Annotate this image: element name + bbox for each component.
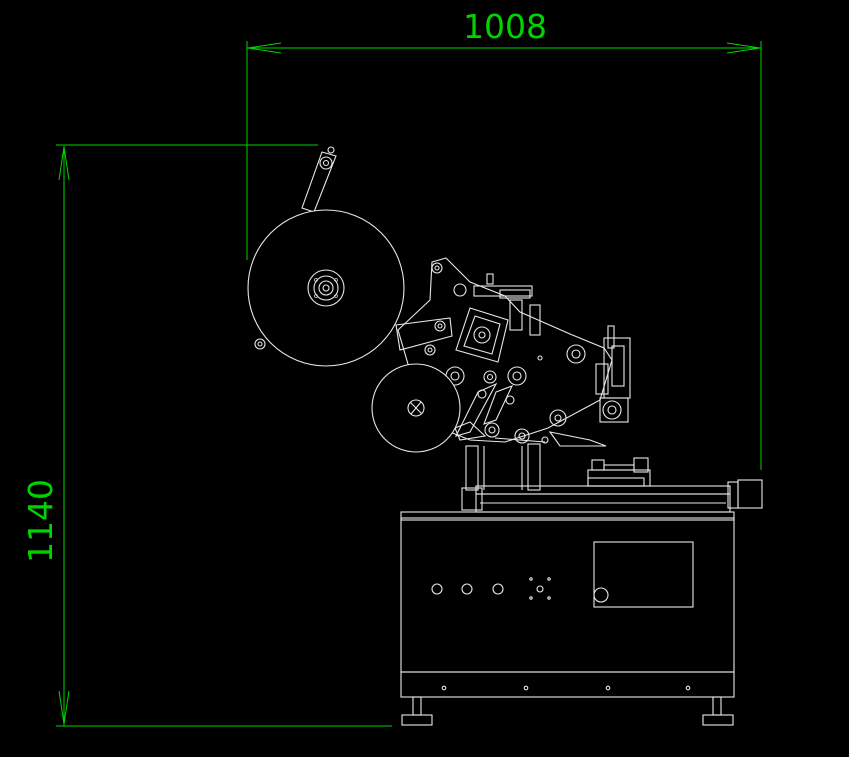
height-dimension-label: 1140 xyxy=(21,479,60,563)
support-columns xyxy=(461,443,541,511)
hmi-screen xyxy=(593,541,694,608)
width-dimension: 1008 xyxy=(246,7,762,470)
control-button-2 xyxy=(461,583,473,595)
label-reel xyxy=(247,209,405,367)
control-knob xyxy=(536,585,544,593)
control-button-1 xyxy=(431,583,443,595)
rewind-reel xyxy=(371,363,461,453)
leveling-feet xyxy=(401,696,734,726)
height-dimension: 1140 xyxy=(21,144,392,727)
control-panel-buttons xyxy=(431,577,551,600)
applicator-head xyxy=(595,325,631,423)
base-cabinet xyxy=(400,511,735,698)
unwind-arm xyxy=(301,146,337,213)
conveyor-rail xyxy=(475,457,763,513)
control-button-3 xyxy=(492,583,504,595)
width-dimension-label: 1008 xyxy=(463,7,547,46)
drive-motor-block xyxy=(455,307,509,363)
peel-linkage xyxy=(454,382,607,447)
